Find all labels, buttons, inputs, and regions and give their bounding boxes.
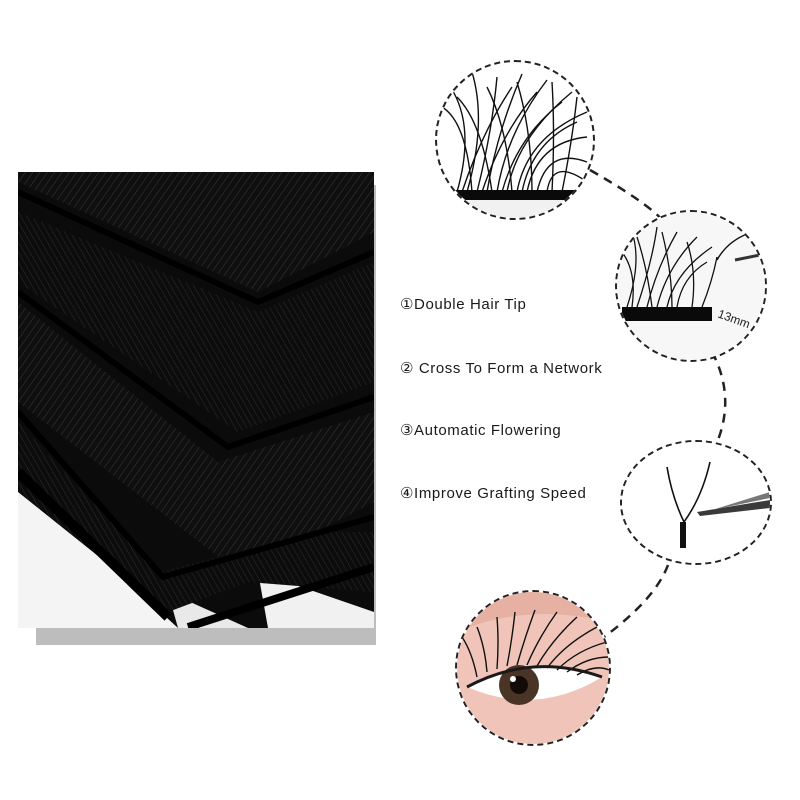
- lash-tray-13mm-icon: 13mm: [615, 210, 767, 362]
- lash-tray-photo: [18, 172, 374, 628]
- feature-item-2: ② Cross To Form a Network: [400, 360, 603, 377]
- lash-strip-closeup-icon: [435, 60, 595, 220]
- feature-item-1: ①Double Hair Tip: [400, 296, 527, 313]
- feature-item-4: ④Improve Grafting Speed: [400, 485, 587, 502]
- y-shaped-lash-tweezer-icon: [620, 440, 772, 565]
- feature-item-3: ③Automatic Flowering: [400, 422, 562, 439]
- lash-rows-graphic: [18, 172, 374, 628]
- eye-with-extensions-icon: [455, 590, 611, 746]
